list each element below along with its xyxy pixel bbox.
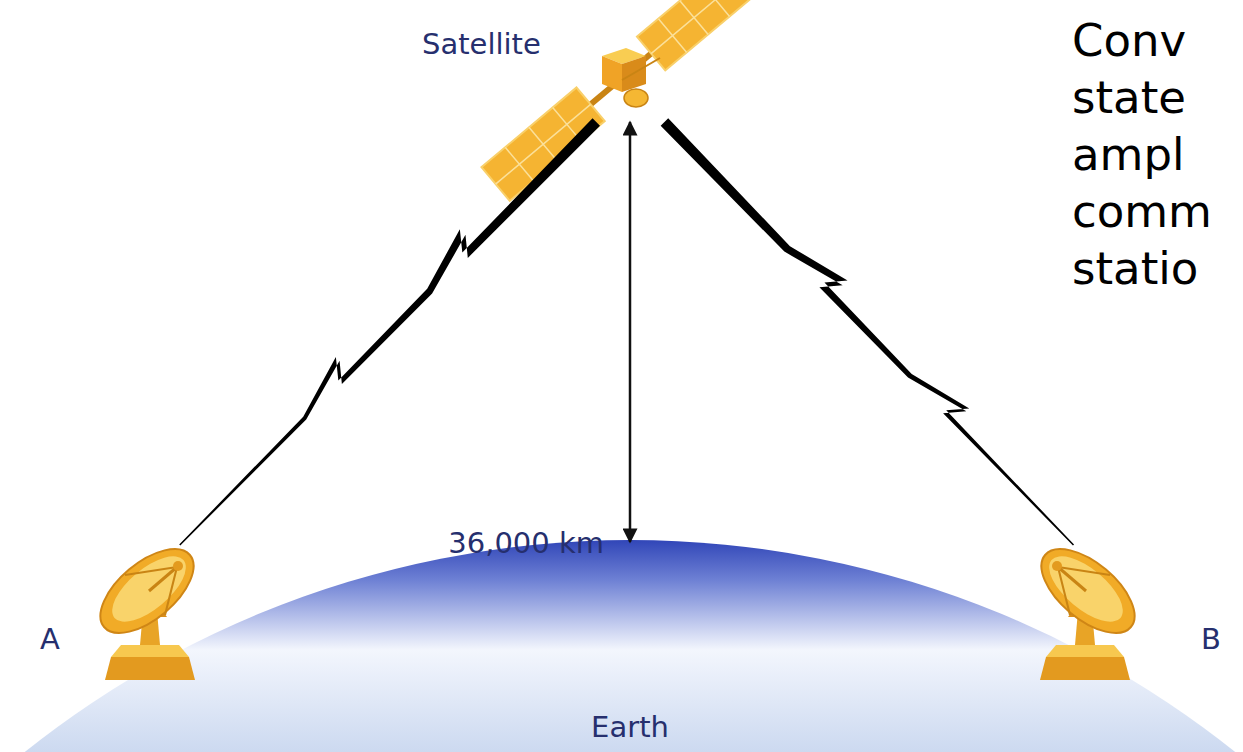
solar-panel — [637, 0, 751, 70]
node-label: A — [40, 623, 60, 656]
node-label: Satellite — [422, 28, 541, 61]
satellite-body-front — [602, 56, 622, 92]
ground-station-a — [86, 534, 208, 680]
satellite-dish — [624, 89, 648, 107]
ground-station-node: B — [1020, 545, 1225, 685]
radio-link — [179, 118, 600, 545]
node-label: Earth — [591, 711, 669, 744]
earth-node: Earth — [440, 542, 820, 750]
satellite-antenna — [622, 58, 660, 80]
ground-station-node: A — [30, 545, 220, 685]
satellite-node: Satellite — [420, 8, 720, 122]
radio-link — [661, 118, 1074, 545]
node-label: B — [1201, 623, 1221, 656]
distance-label: 36,000 km — [448, 527, 604, 560]
ground-station-b — [1027, 534, 1149, 680]
body-text: Conv state ampl comm statio — [1072, 12, 1242, 297]
distance-arrow — [629, 122, 632, 542]
